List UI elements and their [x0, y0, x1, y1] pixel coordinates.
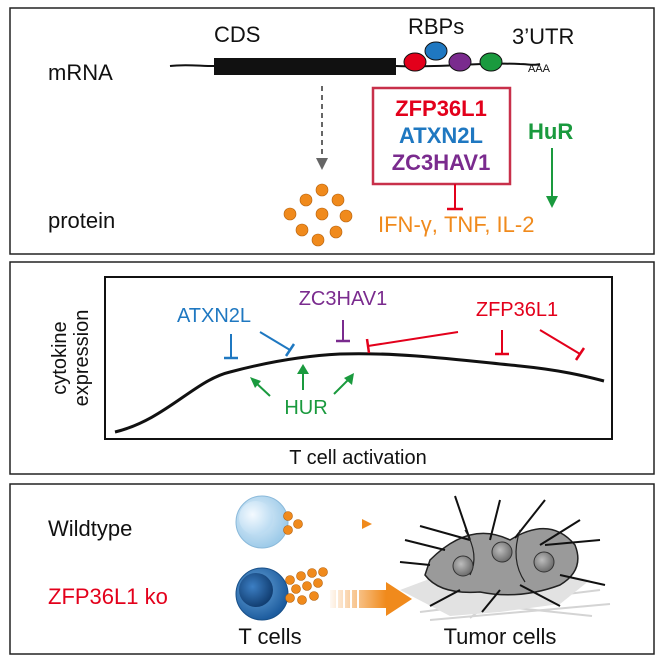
- mrna-label: mRNA: [48, 60, 113, 85]
- hur-activation-arrows: [250, 364, 354, 397]
- ko-label: ZFP36L1 ko: [48, 584, 168, 609]
- rbp-red-oval: [403, 52, 427, 72]
- zfp36l1-inhibit-bar-3: [574, 347, 586, 361]
- hur-activation-arrowhead: [546, 196, 558, 208]
- zfp36l1-inhibit-bar-1: [365, 338, 371, 354]
- ko-cytokine-dots: [285, 567, 328, 605]
- x-axis-label: T cell activation: [289, 447, 426, 469]
- cytokines-label: IFN-γ, TNF, IL-2: [378, 212, 534, 237]
- hur-label-top: HuR: [528, 119, 573, 144]
- cds-bar: [214, 58, 396, 75]
- ko-strong-arrowhead: [386, 582, 412, 616]
- wildtype-cytokine-dots: [283, 511, 303, 535]
- panel-mrna-regulation: mRNA CDS RBPs 3’UTR AAA protein: [9, 7, 655, 255]
- ko-tcell: [235, 567, 289, 621]
- zc3hav1-label: ZC3HAV1: [299, 288, 388, 310]
- rbp-green-oval: [479, 52, 503, 72]
- atxn2l-inhibit-bar-2: [284, 343, 296, 357]
- plot-box: [104, 276, 613, 440]
- wildtype-tcell: [235, 495, 289, 549]
- mrna-3prime-strand: [395, 62, 541, 68]
- expression-curve: [114, 352, 605, 434]
- protein-dots: [283, 183, 353, 247]
- box-zc3hav1: ZC3HAV1: [392, 150, 491, 175]
- rbp-blue-oval: [424, 41, 448, 61]
- rbps-label: RBPs: [408, 14, 464, 39]
- panel-tcell-tumor: Wildtype ZFP36L1 ko: [9, 483, 655, 655]
- atxn2l-label: ATXN2L: [177, 305, 251, 327]
- tumor-cells-cluster: [399, 495, 611, 621]
- utr-label: 3’UTR: [512, 24, 574, 49]
- tumor-cells-label: Tumor cells: [444, 624, 557, 649]
- rbp-inhibitor-box: [371, 86, 512, 186]
- atxn2l-inhibit-line-2: [259, 331, 291, 351]
- rbp-purple-oval: [448, 52, 472, 72]
- wildtype-weak-arrowhead: [362, 519, 372, 529]
- tcells-label: T cells: [238, 624, 301, 649]
- protein-label: protein: [48, 208, 115, 233]
- y-axis-label: cytokine expression: [49, 310, 93, 407]
- ko-arrow-stripes: [336, 590, 359, 608]
- box-zfp36l1: ZFP36L1: [395, 96, 487, 121]
- zfp36l1-inhibit-line-1: [367, 331, 459, 347]
- y-label-line1: cytokine: [49, 321, 71, 394]
- zfp36l1-inhibit-line-3: [539, 329, 581, 355]
- mrna-5prime-strand: [169, 64, 215, 67]
- hur-label-curve: HUR: [284, 397, 327, 419]
- panel-expression-curve: cytokine expression T cell activation AT…: [9, 261, 655, 475]
- y-label-line2: expression: [71, 310, 93, 407]
- zfp36l1-label: ZFP36L1: [476, 299, 558, 321]
- translation-arrowhead: [316, 158, 328, 170]
- panel-1-frame: [9, 7, 655, 255]
- wildtype-label: Wildtype: [48, 516, 132, 541]
- polya-label: AAA: [528, 63, 551, 75]
- cds-label: CDS: [214, 22, 260, 47]
- box-atxn2l: ATXN2L: [399, 123, 483, 148]
